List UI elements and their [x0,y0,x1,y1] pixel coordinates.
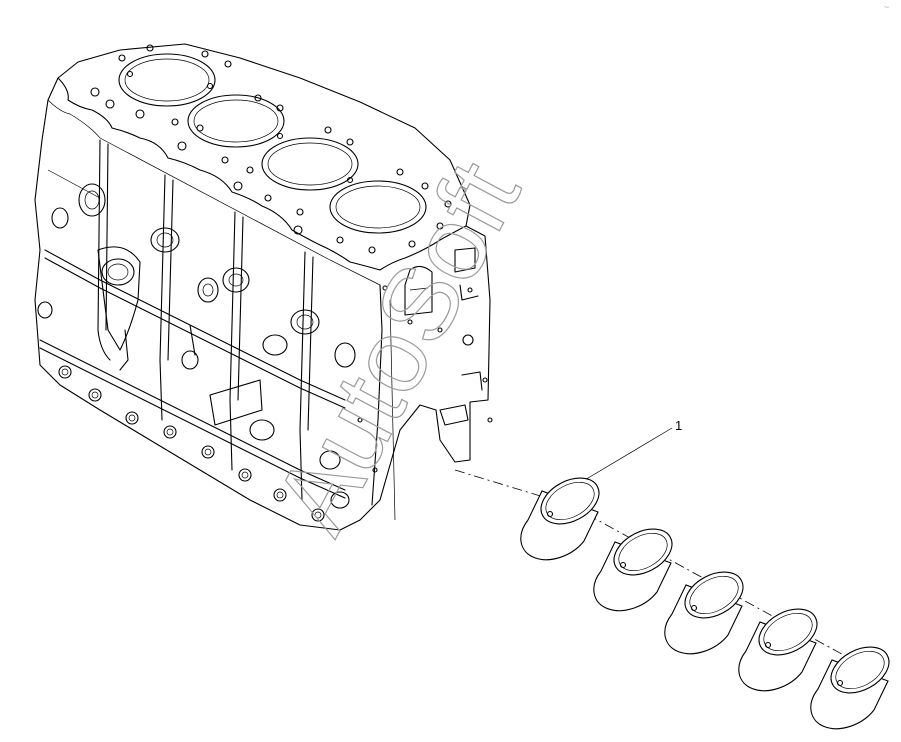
leader-line [577,427,673,485]
deck-holes [90,44,452,254]
callout-label: 1 [675,418,682,433]
callout-1: 1 [577,418,682,485]
cylinder-bores [118,53,427,234]
watermark-text: AutoSoft [253,144,543,551]
bushing-3 [664,571,744,655]
bushing-5 [810,646,890,730]
engine-block [34,43,493,531]
block-ribs [39,139,346,501]
corner-mark: ~ [884,2,889,12]
block-bosses [37,183,356,509]
bushing-2 [593,528,673,612]
bushing-4 [738,608,818,692]
bushing-1 [520,477,600,561]
front-face-openings [357,247,493,473]
lower-bosses [58,365,325,522]
camshaft-bushings [520,477,890,730]
camshaft-axis-line [454,469,881,676]
